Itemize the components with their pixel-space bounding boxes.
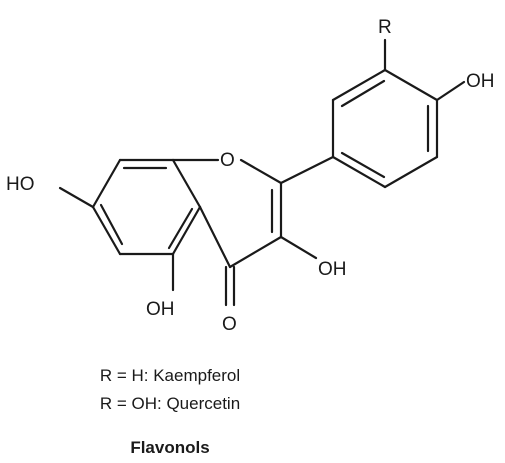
legend-kaempferol: R = H: Kaempferol [99, 366, 241, 385]
ring-oxygen-label: O [220, 150, 235, 171]
legend-quercetin: R = OH: Quercetin [99, 394, 241, 413]
substituent-bonds [58, 38, 466, 307]
hydroxyl-label-a-ring-5: OH [146, 299, 175, 320]
diagram-caption: Flavonols [130, 438, 210, 457]
r-group-label: R [378, 17, 392, 38]
hydroxyl-label-c3: OH [318, 259, 347, 280]
hydroxyl-label-a-ring-7: HO [6, 174, 35, 195]
carbonyl-oxygen-label: O [222, 314, 237, 335]
a-ring [91, 158, 202, 256]
c-ring [171, 158, 283, 269]
hydroxyl-label-b-ring: OH [466, 71, 495, 92]
flavonol-structure-diagram: R OH HO O OH OH O [6, 17, 495, 335]
b-ring [279, 68, 439, 189]
